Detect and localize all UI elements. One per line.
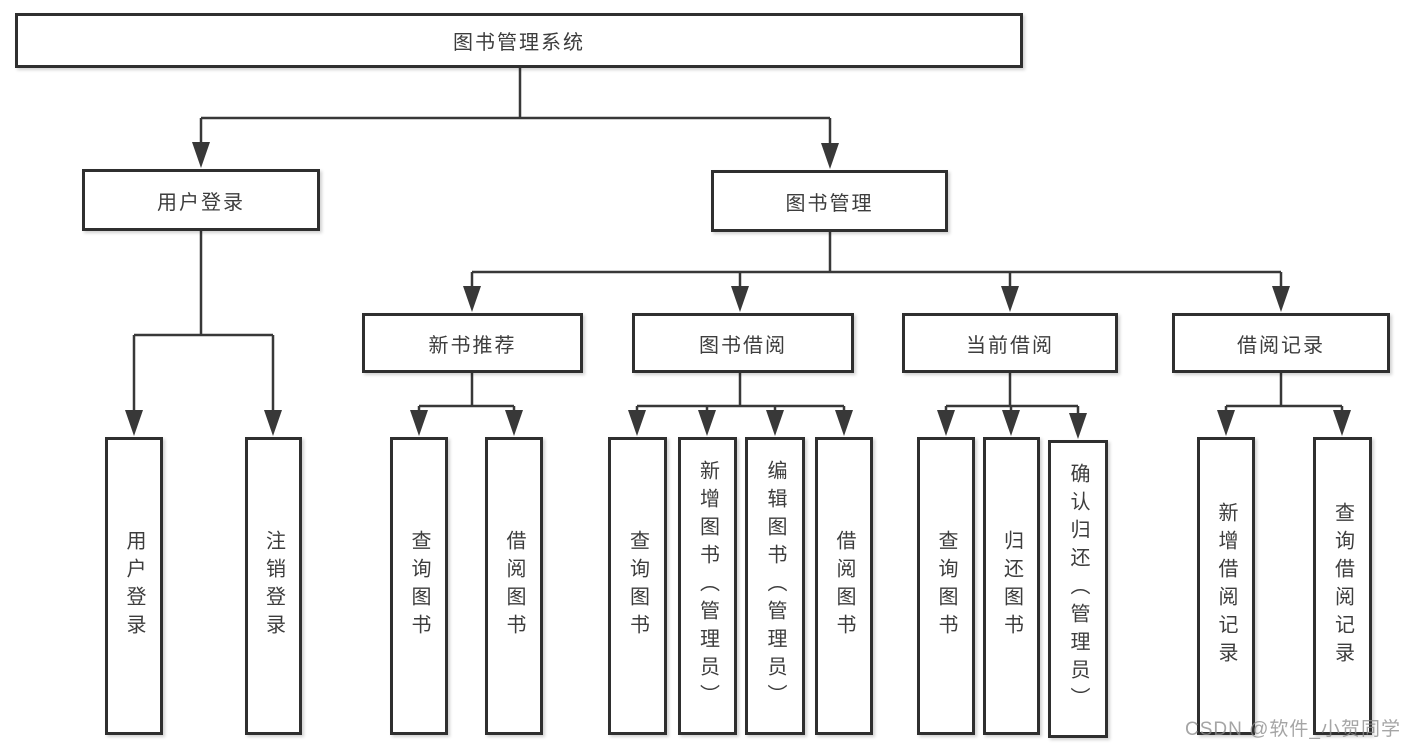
node-current-borrowing: 当前借阅 — [902, 313, 1118, 373]
leaf-label: 归还图书 — [1000, 530, 1023, 642]
leaf-query-borrow-record: 查询借阅记录 — [1313, 437, 1372, 735]
leaf-label: 确认归还（管理员） — [1067, 463, 1089, 715]
leaf-return-books: 归还图书 — [983, 437, 1040, 735]
leaf-label: 借阅图书 — [503, 530, 525, 642]
leaf-query-books-2: 查询图书 — [608, 437, 667, 735]
node-book-management: 图书管理 — [711, 170, 948, 232]
node-new-book-recommend: 新书推荐 — [362, 313, 583, 373]
node-user-login: 用户登录 — [82, 169, 320, 231]
leaf-user-login: 用户登录 — [105, 437, 163, 735]
leaf-label: 新增借阅记录 — [1215, 502, 1237, 670]
leaf-label: 编辑图书（管理员） — [764, 460, 786, 712]
leaf-logout: 注销登录 — [245, 437, 302, 735]
leaf-label: 查询图书 — [408, 530, 430, 642]
watermark: CSDN @软件_小贺同学 — [1185, 719, 1401, 740]
node-library-system: 图书管理系统 — [15, 13, 1023, 68]
leaf-query-books-3: 查询图书 — [917, 437, 975, 735]
leaf-confirm-return-admin: 确认归还（管理员） — [1048, 440, 1108, 738]
node-borrowing-records: 借阅记录 — [1172, 313, 1390, 373]
leaf-label: 新增图书（管理员） — [696, 460, 719, 712]
leaf-label: 查询借阅记录 — [1331, 502, 1354, 670]
leaf-label: 注销登录 — [262, 530, 285, 642]
leaf-label: 查询图书 — [626, 530, 649, 642]
leaf-borrow-books-1: 借阅图书 — [485, 437, 543, 735]
leaf-query-books-1: 查询图书 — [390, 437, 448, 735]
leaf-add-borrow-record: 新增借阅记录 — [1197, 437, 1255, 735]
node-book-borrowing: 图书借阅 — [632, 313, 854, 373]
leaf-edit-book-admin: 编辑图书（管理员） — [745, 437, 805, 735]
leaf-add-book-admin: 新增图书（管理员） — [678, 437, 737, 735]
leaf-borrow-books-2: 借阅图书 — [815, 437, 873, 735]
leaf-label: 用户登录 — [123, 530, 145, 642]
leaf-label: 查询图书 — [935, 530, 957, 642]
leaf-label: 借阅图书 — [833, 530, 855, 642]
